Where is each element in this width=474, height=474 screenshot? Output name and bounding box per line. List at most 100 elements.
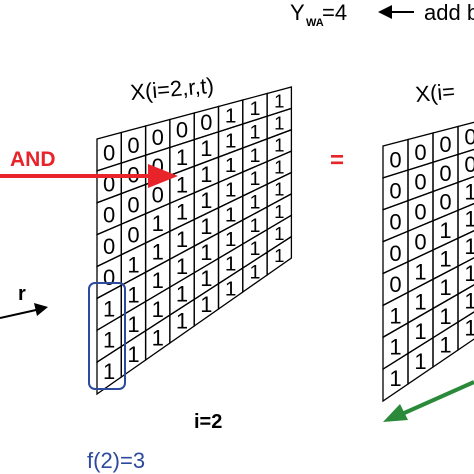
bit-value: 1 [414,349,426,374]
bit-value: 0 [152,125,164,150]
grid-cell [457,175,474,212]
left-bit-grid: 0000011100011111000111110011111101111111… [96,86,293,396]
bit-value: 1 [249,98,260,120]
bit-value: 0 [389,179,401,204]
bit-value: 1 [389,366,401,391]
bit-value: 1 [439,275,451,300]
bit-value: 1 [225,203,237,226]
right-grid-title: X(i= [414,79,456,107]
bit-value: 1 [152,325,164,350]
grid-cell [457,284,474,324]
bit-value: 0 [464,125,474,150]
bit-value: 1 [176,227,188,252]
bit-value: 0 [152,182,164,207]
header: Y WA =4 add bi [290,0,474,29]
bit-value: 1 [127,342,139,367]
bit-value: 1 [414,259,426,284]
bit-value: 1 [152,297,164,322]
bit-value: 0 [439,161,451,186]
bit-value: 0 [414,140,426,165]
bit-value: 1 [225,179,237,202]
bit-value: 1 [274,245,284,266]
and-label: AND [10,148,56,171]
bit-value: 0 [103,203,115,228]
grid-cell [457,202,474,240]
bit-value: 1 [274,91,284,112]
bit-value: 0 [414,229,426,254]
bit-value: 1 [389,335,401,360]
grid-cell [457,121,474,156]
bit-value: 0 [414,170,426,195]
green-arrow-icon [383,380,474,422]
bit-value: 1 [249,215,260,237]
bit-value: 1 [274,179,284,200]
bit-value: 1 [389,303,401,328]
bit-value: 1 [225,105,237,128]
bit-value: 1 [464,207,474,232]
bit-value: 0 [389,272,401,297]
bit-value: 1 [274,223,284,244]
y-subscript: WA [306,17,324,29]
bit-value: 1 [127,282,139,307]
bit-value: 1 [200,162,212,187]
bit-value: 1 [176,145,188,170]
bit-value: 0 [389,210,401,235]
bit-value: 1 [249,145,260,167]
grid-cell [457,230,474,268]
bit-value: 0 [439,189,451,214]
bit-value: 1 [249,168,260,190]
bit-value: 1 [200,214,212,239]
grid-cell [457,257,474,296]
axis-label-r: r [18,283,26,305]
bit-value: 1 [103,328,115,353]
bit-value: 1 [249,238,260,260]
bit-value: 0 [414,200,426,225]
bit-value: 1 [274,201,284,222]
bit-value: 1 [414,319,426,344]
bit-value: 1 [439,247,451,272]
bit-value: 1 [225,277,237,300]
bit-value: 1 [464,261,474,286]
bit-value: 1 [176,309,188,334]
bit-value: 1 [200,136,212,161]
left-grid-title: X(i=2,r,t) [129,73,215,105]
bit-value: 1 [225,228,237,251]
bit-value: 1 [464,179,474,204]
bit-value: 1 [414,289,426,314]
bit-value: 1 [152,240,164,265]
bit-value: 0 [127,193,139,218]
column-highlight-box [88,282,126,390]
and-arrow-icon [0,164,178,188]
bit-value: 1 [464,316,474,341]
bit-value: 1 [176,254,188,279]
bit-value: 1 [249,121,260,143]
bit-value: 1 [176,200,188,225]
bit-value: 1 [103,359,115,384]
index-label: i=2 [194,411,222,433]
bit-value: 1 [249,192,260,214]
bit-value: 0 [389,241,401,266]
bit-value: 1 [127,312,139,337]
bit-value: 0 [103,265,115,290]
y-label: Y [290,0,305,25]
bit-value: 1 [225,154,237,177]
bit-value: 1 [176,281,188,306]
bit-value: 1 [225,129,237,152]
bit-value: 0 [127,133,139,158]
bit-value: 1 [127,252,139,277]
bit-value: 1 [464,234,474,259]
bit-value: 0 [200,110,212,135]
bit-value: 1 [464,288,474,313]
bit-value: 1 [439,304,451,329]
bit-value: 1 [225,253,237,276]
bit-value: 1 [249,262,260,284]
equals-sign: = [330,147,344,174]
bit-value: 1 [176,172,188,197]
bit-value: 1 [274,113,284,134]
bit-value: 0 [464,152,474,177]
bit-value: 0 [176,118,188,143]
bit-value: 1 [200,188,212,213]
bit-value: 1 [200,240,212,265]
